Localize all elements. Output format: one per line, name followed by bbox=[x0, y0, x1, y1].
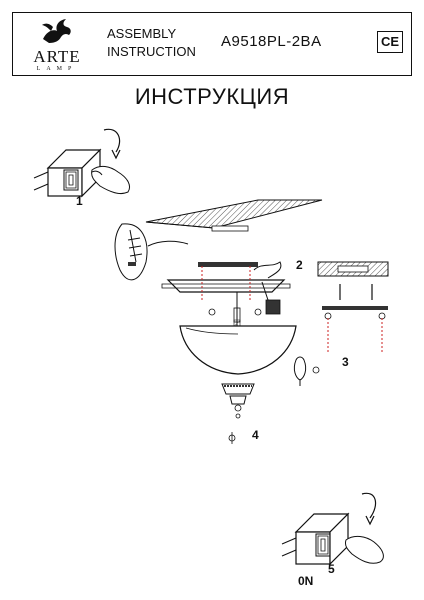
step-4-label: 4 bbox=[252, 428, 259, 442]
ce-mark: CE bbox=[377, 31, 403, 53]
assembly-line-1: ASSEMBLY bbox=[107, 26, 177, 41]
griffin-icon bbox=[42, 19, 71, 43]
switch-on-label: 0N bbox=[298, 574, 314, 588]
step-1-label: 1 bbox=[76, 194, 83, 208]
ceiling-surface bbox=[145, 199, 323, 232]
assembly-instruction-label: ASSEMBLY INSTRUCTION bbox=[107, 25, 196, 61]
assembly-line-2: INSTRUCTION bbox=[107, 44, 196, 59]
header-box: ARTE LAMP ASSEMBLY INSTRUCTION A9518PL-2… bbox=[12, 12, 412, 76]
glass-shade bbox=[179, 325, 297, 444]
step5-switch-figure bbox=[281, 492, 384, 566]
brand-name: ARTE bbox=[33, 47, 81, 66]
screw-detail bbox=[114, 223, 189, 281]
bulb bbox=[293, 356, 320, 386]
model-number: A9518PL-2BA bbox=[221, 33, 322, 50]
brand-logo: ARTE LAMP bbox=[19, 17, 95, 73]
bracket-detail bbox=[317, 261, 389, 352]
page-title: ИНСТРУКЦИЯ bbox=[134, 84, 290, 109]
brand-sub: LAMP bbox=[36, 66, 78, 72]
step-5-label: 5 bbox=[328, 562, 335, 576]
step-3-label: 3 bbox=[342, 355, 349, 369]
step1-switch-figure bbox=[33, 128, 131, 198]
step-2-label: 2 bbox=[296, 258, 303, 272]
